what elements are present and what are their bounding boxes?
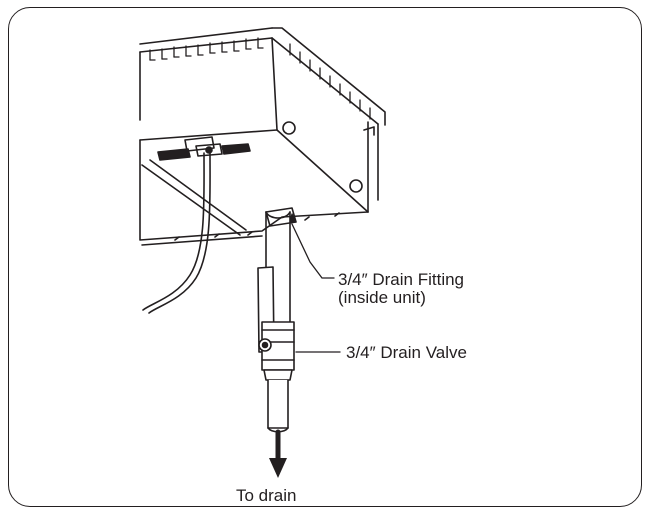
to-drain-arrow bbox=[269, 429, 287, 478]
mounting-bracket bbox=[184, 136, 223, 157]
figure-frame bbox=[8, 7, 642, 507]
outlet-pipe bbox=[267, 379, 289, 433]
drain-fitting-note: (inside unit) bbox=[338, 288, 426, 307]
flexible-line bbox=[142, 152, 211, 314]
drain-valve bbox=[257, 266, 295, 381]
drain-fitting-label: 3/4″ Drain Fitting bbox=[338, 270, 465, 289]
to-drain-label: To drain bbox=[236, 486, 297, 505]
unit-cabinet bbox=[139, 27, 386, 246]
vent-grille bbox=[157, 143, 251, 161]
callout-leaders bbox=[289, 213, 341, 353]
drain-valve-label: 3/4″ Drain Valve bbox=[346, 343, 467, 362]
